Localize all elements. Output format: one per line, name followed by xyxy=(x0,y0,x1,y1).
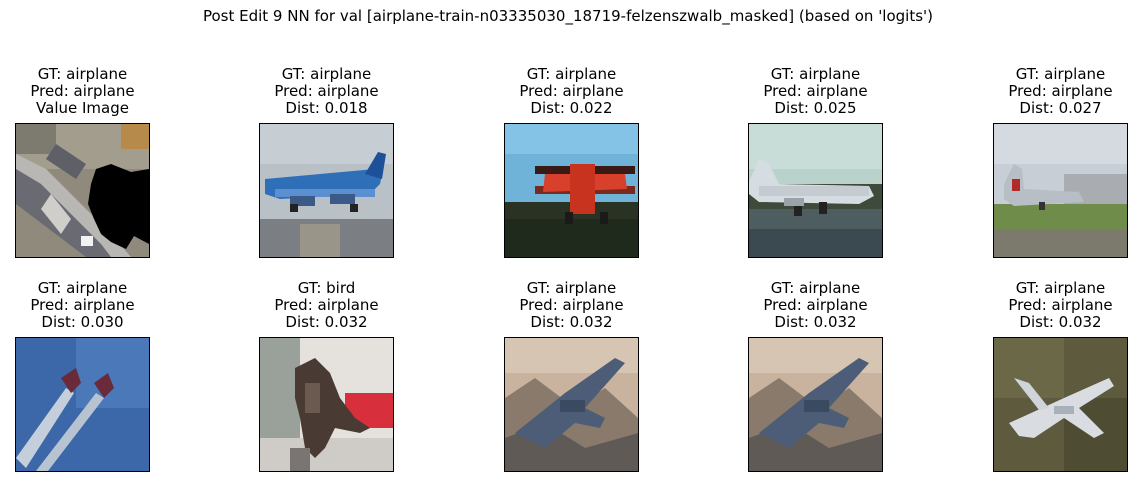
dist-label: Dist: 0.027 xyxy=(1019,99,1102,117)
gt-label: GT: bird xyxy=(297,279,356,297)
pred-label: Pred: airplane xyxy=(519,82,624,100)
figure-title: Post Edit 9 NN for val [airplane-train-n… xyxy=(202,7,934,25)
neighbor-image xyxy=(993,123,1128,258)
gt-label: GT: airplane xyxy=(526,65,617,83)
panel-caption: GT: airplane Pred: airplane Dist: 0.025 xyxy=(698,66,933,117)
gt-label: GT: airplane xyxy=(37,279,128,297)
gt-label: GT: airplane xyxy=(281,65,372,83)
dist-label: Dist: 0.032 xyxy=(285,313,368,331)
gt-label: GT: airplane xyxy=(770,65,861,83)
neighbor-image xyxy=(259,123,394,258)
pred-label: Pred: airplane xyxy=(274,82,379,100)
gt-label: GT: airplane xyxy=(770,279,861,297)
neighbor-image xyxy=(504,123,639,258)
gt-label: GT: airplane xyxy=(37,65,128,83)
dist-label: Dist: 0.030 xyxy=(41,313,124,331)
gt-label: GT: airplane xyxy=(526,279,617,297)
neighbor-image xyxy=(748,123,883,258)
dist-label: Dist: 0.025 xyxy=(774,99,857,117)
panel-caption: GT: airplane Pred: airplane Dist: 0.032 xyxy=(943,280,1136,331)
panel-caption: GT: airplane Pred: airplane Dist: 0.030 xyxy=(0,280,200,331)
dist-label: Dist: 0.022 xyxy=(530,99,613,117)
dist-label: Dist: 0.032 xyxy=(530,313,613,331)
neighbor-image xyxy=(993,337,1128,472)
dist-label: Dist: 0.018 xyxy=(285,99,368,117)
neighbor-image xyxy=(748,337,883,472)
pred-label: Pred: airplane xyxy=(519,296,624,314)
neighbor-image xyxy=(504,337,639,472)
pred-label: Pred: airplane xyxy=(30,82,135,100)
panel-caption: GT: airplane Pred: airplane Value Image xyxy=(0,66,200,117)
gt-label: GT: airplane xyxy=(1015,279,1106,297)
pred-label: Pred: airplane xyxy=(763,82,868,100)
dist-label: Dist: 0.032 xyxy=(1019,313,1102,331)
gt-label: GT: airplane xyxy=(1015,65,1106,83)
neighbor-image xyxy=(15,337,150,472)
panel-caption: GT: airplane Pred: airplane Dist: 0.027 xyxy=(943,66,1136,117)
pred-label: Pred: airplane xyxy=(30,296,135,314)
panel-caption: GT: bird Pred: airplane Dist: 0.032 xyxy=(209,280,444,331)
panel-caption: GT: airplane Pred: airplane Dist: 0.032 xyxy=(698,280,933,331)
neighbor-image xyxy=(259,337,394,472)
dist-label: Dist: 0.032 xyxy=(774,313,857,331)
pred-label: Pred: airplane xyxy=(274,296,379,314)
pred-label: Pred: airplane xyxy=(1008,296,1113,314)
pred-label: Pred: airplane xyxy=(1008,82,1113,100)
panel-caption: GT: airplane Pred: airplane Dist: 0.032 xyxy=(454,280,689,331)
value-label: Value Image xyxy=(36,99,129,117)
panel-caption: GT: airplane Pred: airplane Dist: 0.022 xyxy=(454,66,689,117)
panel-caption: GT: airplane Pred: airplane Dist: 0.018 xyxy=(209,66,444,117)
pred-label: Pred: airplane xyxy=(763,296,868,314)
query-image xyxy=(15,123,150,258)
